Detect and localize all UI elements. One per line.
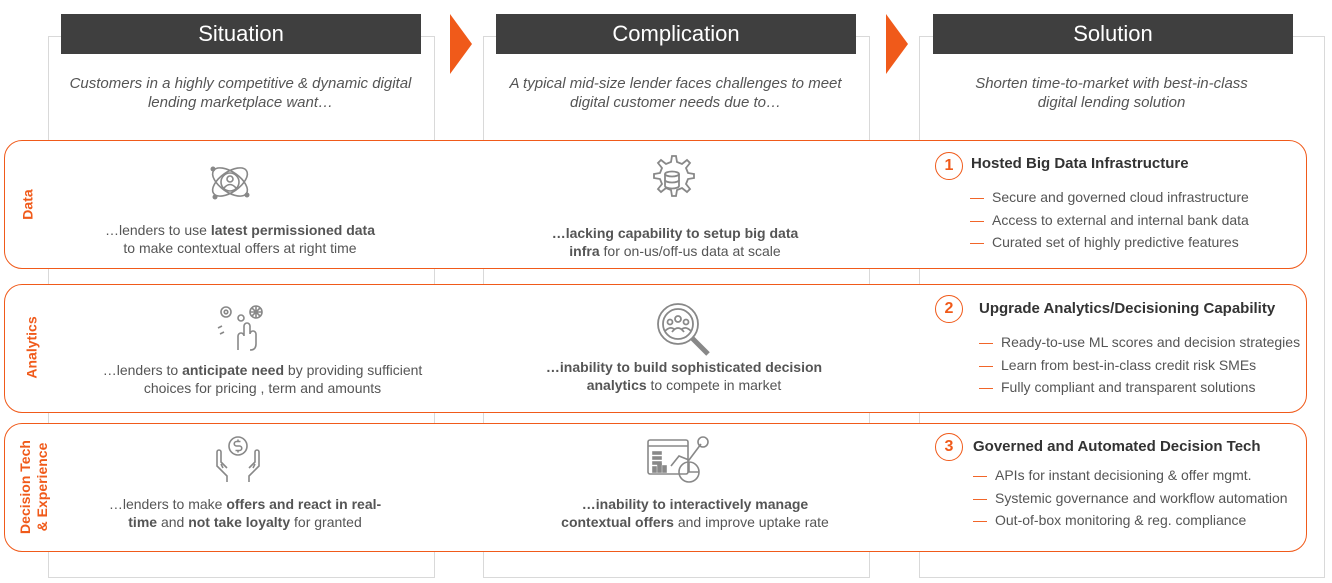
- data-situation-text: …lenders to use latest permissioned data…: [104, 222, 375, 256]
- list-item: —Curated set of highly predictive featur…: [970, 234, 1239, 250]
- row-label-decision-tech: Decision Tech & Experience: [17, 440, 50, 534]
- solution-bullets: —Ready-to-use ML scores and decision str…: [979, 331, 1300, 399]
- row-data: [4, 140, 1307, 269]
- arrow-icon: [450, 14, 472, 74]
- situation-subtitle: Customers in a highly competitive & dyna…: [69, 75, 412, 111]
- hands-dollar-icon: [216, 436, 260, 482]
- hand-gears-icon: [217, 305, 263, 351]
- list-item: —Learn from best-in-class credit risk SM…: [979, 356, 1257, 373]
- analytics-situation-text: …lenders to anticipate need by providing…: [102, 362, 423, 396]
- solution-subtitle: Shorten time-to-market with best-in-clas…: [975, 75, 1248, 111]
- complication-subtitle: A typical mid-size lender faces challeng…: [509, 75, 842, 111]
- decision-complication-text: …inability to interactively manage conte…: [561, 496, 829, 530]
- database-gear-icon: [653, 155, 695, 197]
- list-item: —Fully compliant and transparent solutio…: [979, 379, 1256, 395]
- list-item: —APIs for instant decisioning & offer mg…: [973, 467, 1252, 483]
- arrow-icon: [886, 14, 908, 74]
- network-person-icon: [210, 166, 250, 200]
- complication-header: Complication: [496, 14, 856, 54]
- row-analytics: [4, 284, 1307, 413]
- row-decision-tech: [4, 423, 1307, 552]
- solution-title: Hosted Big Data Infrastructure: [971, 155, 1189, 172]
- list-item: —Access to external and internal bank da…: [970, 211, 1249, 228]
- solution-number-badge: 3: [935, 433, 963, 461]
- decision-situation-text: …lenders to make offers and react in rea…: [108, 496, 382, 530]
- list-item: —Ready-to-use ML scores and decision str…: [979, 334, 1301, 350]
- solution-bullets: —Secure and governed cloud infrastructur…: [970, 186, 1249, 254]
- analytics-complication-text: …inability to build sophisticated decisi…: [545, 359, 823, 393]
- data-complication-text: …lacking capability to setup big data in…: [551, 225, 799, 259]
- list-item: —Systemic governance and workflow automa…: [973, 489, 1288, 506]
- solution-number-badge: 2: [935, 295, 963, 323]
- solution-number-badge: 1: [935, 152, 963, 180]
- solution-title: Upgrade Analytics/Decisioning Capability: [979, 300, 1276, 317]
- row-label-analytics: Analytics: [23, 316, 40, 379]
- row-label-data: Data: [19, 189, 36, 220]
- solution-header: Solution: [933, 14, 1293, 54]
- situation-header: Situation: [61, 14, 421, 54]
- solution-bullets: —APIs for instant decisioning & offer mg…: [973, 464, 1288, 532]
- list-item: —Secure and governed cloud infrastructur…: [970, 189, 1249, 205]
- magnifier-people-icon: [657, 303, 710, 356]
- analytics-dashboard-icon: [647, 436, 709, 483]
- list-item: —Out-of-box monitoring & reg. compliance: [973, 512, 1247, 528]
- solution-title: Governed and Automated Decision Tech: [973, 438, 1261, 455]
